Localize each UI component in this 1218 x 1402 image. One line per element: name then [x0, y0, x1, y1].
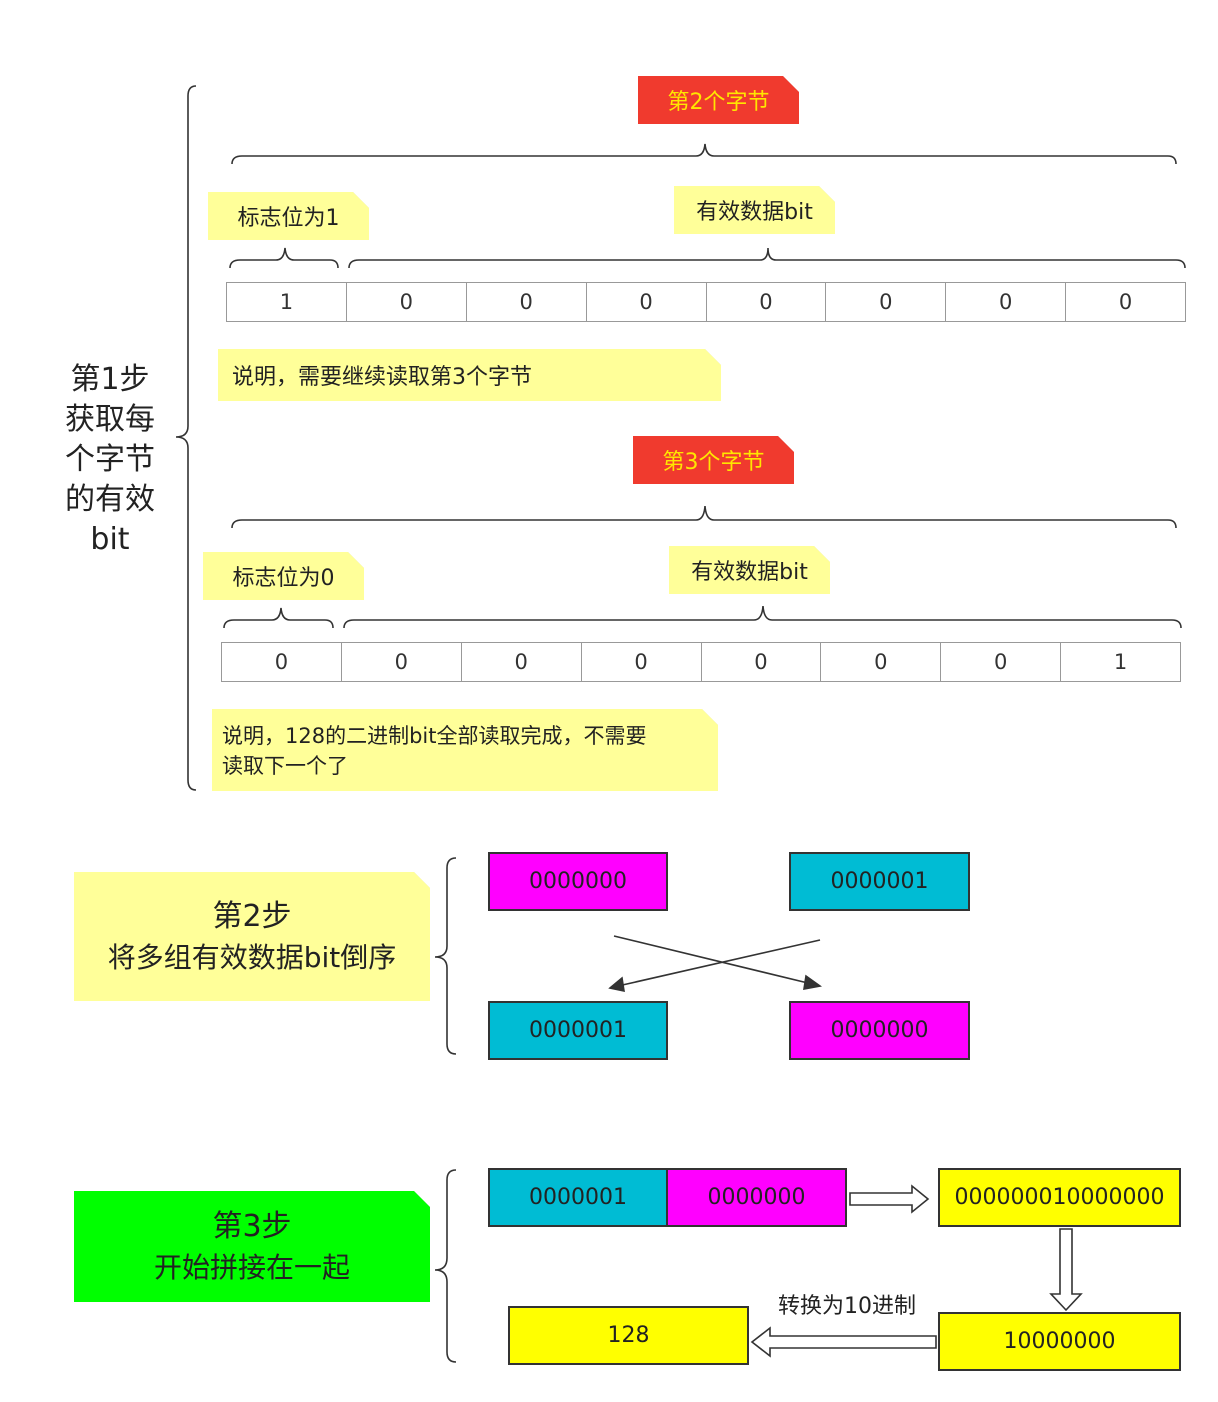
step1-label: 第1步 获取每 个字节 的有效 bit	[50, 360, 170, 560]
step2-bottom-right-box: 0000000	[789, 1001, 970, 1060]
step3-decimal-box: 128	[508, 1306, 749, 1365]
byte2-title: 第2个字节	[667, 90, 770, 115]
byte2-brace	[231, 143, 1177, 165]
step3-part2-box: 0000000	[666, 1168, 847, 1227]
step3-part1-value: 0000001	[529, 1185, 627, 1210]
step2-top-left-box: 0000000	[488, 852, 668, 911]
join-arrow	[849, 1184, 930, 1214]
step2-top-right-value: 0000001	[830, 869, 929, 894]
byte2-flag-note: 标志位为1	[208, 192, 369, 240]
step3-label-title: 第3步	[212, 1208, 292, 1244]
byte2-flag-label: 标志位为1	[237, 206, 340, 231]
step1-label-line: bit	[90, 522, 130, 557]
step1-label-line: 的有效	[65, 482, 155, 517]
step2-bottom-left-box: 0000001	[488, 1001, 668, 1060]
step3-binary-value: 10000000	[1003, 1329, 1116, 1354]
byte3-flag-label: 标志位为0	[232, 566, 335, 591]
byte2-flag-brace	[229, 247, 339, 269]
step3-binary-box: 10000000	[938, 1312, 1181, 1371]
bit-cell: 0	[826, 283, 947, 321]
down-arrow	[1049, 1228, 1083, 1312]
step3-label-note: 第3步 开始拼接在一起	[74, 1191, 430, 1302]
step3-joined-value: 000000010000000	[954, 1185, 1165, 1210]
bit-cell: 0	[707, 283, 827, 321]
step3-part2-value: 0000000	[707, 1185, 806, 1210]
bit-cell: 0	[462, 643, 582, 681]
byte2-explanation: 说明，需要继续读取第3个字节	[232, 365, 532, 390]
byte3-flag-brace	[223, 607, 334, 629]
byte3-bit-row: 0 0 0 0 0 0 0 1	[221, 642, 1181, 682]
byte3-flag-note: 标志位为0	[203, 552, 364, 600]
step2-brace	[434, 857, 457, 1055]
step2-bottom-right-value: 0000000	[830, 1018, 929, 1043]
byte2-bit-row: 1 0 0 0 0 0 0 0	[226, 282, 1186, 322]
step3-part1-box: 0000001	[488, 1168, 668, 1227]
bit-cell: 0	[1118, 290, 1133, 314]
byte3-explanation-line: 读取下一个了	[222, 754, 348, 778]
bit-cell: 1	[1113, 650, 1128, 674]
bit-cell: 1	[227, 283, 347, 321]
byte2-title-tag: 第2个字节	[638, 76, 799, 124]
step1-label-line: 个字节	[65, 442, 155, 477]
bit-cell: 0	[946, 283, 1067, 321]
bit-cell: 0	[582, 643, 702, 681]
bit-cell: 0	[702, 643, 822, 681]
byte2-data-brace	[348, 247, 1186, 269]
bit-cell: 0	[587, 283, 707, 321]
bit-cell: 0	[342, 643, 462, 681]
byte2-explanation-note: 说明，需要继续读取第3个字节	[218, 349, 721, 401]
byte3-brace	[231, 505, 1177, 529]
byte3-explanation-note: 说明，128的二进制bit全部读取完成，不需要 读取下一个了	[212, 709, 718, 791]
step3-brace	[434, 1169, 457, 1363]
byte3-title-tag: 第3个字节	[633, 436, 794, 484]
step3-joined-box: 000000010000000	[938, 1168, 1181, 1227]
step2-label-note: 第2步 将多组有效数据bit倒序	[74, 872, 430, 1001]
byte3-data-brace	[343, 605, 1182, 629]
byte2-data-label: 有效数据bit	[696, 200, 813, 225]
bit-cell: 0	[347, 283, 467, 321]
step1-label-line: 第1步	[70, 362, 150, 397]
cross-arrow-to-right	[613, 935, 813, 985]
byte2-data-note: 有效数据bit	[674, 186, 835, 234]
byte3-data-note: 有效数据bit	[669, 546, 830, 594]
step2-top-left-value: 0000000	[529, 869, 627, 894]
step3-label-desc: 开始拼接在一起	[153, 1250, 350, 1284]
step2-top-right-box: 0000001	[789, 852, 970, 911]
bit-cell: 0	[222, 643, 342, 681]
cross-arrow-to-left	[617, 939, 821, 987]
step2-bottom-left-value: 0000001	[529, 1018, 627, 1043]
step1-label-line: 获取每	[65, 402, 155, 437]
step2-label-title: 第2步	[212, 898, 292, 934]
bit-cell: 0	[821, 643, 942, 681]
step3-decimal-value: 128	[607, 1323, 650, 1348]
step3-convert-label: 转换为10进制	[778, 1294, 916, 1319]
convert-arrow	[750, 1326, 937, 1358]
byte3-data-label: 有效数据bit	[691, 560, 808, 585]
bit-cell: 0	[467, 283, 587, 321]
bit-cell: 0	[941, 643, 1062, 681]
byte3-title: 第3个字节	[662, 450, 765, 475]
byte3-explanation-line: 说明，128的二进制bit全部读取完成，不需要	[222, 724, 647, 748]
step1-brace	[175, 85, 197, 791]
step2-label-desc: 将多组有效数据bit倒序	[107, 940, 397, 974]
